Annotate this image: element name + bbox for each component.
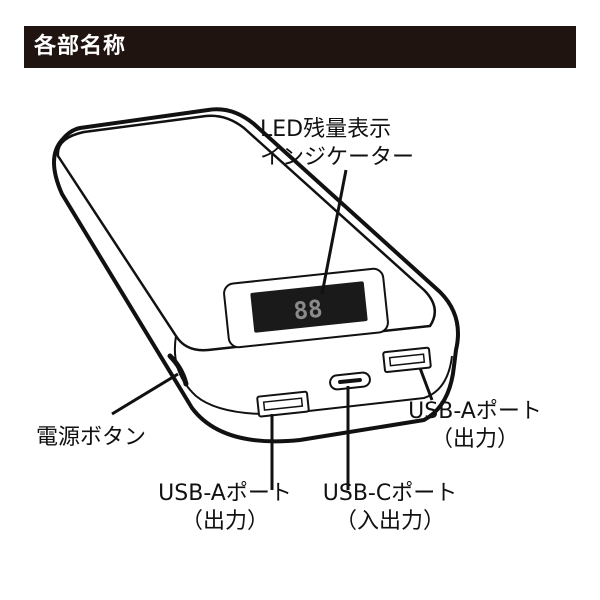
label-usb-a-left-line2: （出力） — [180, 509, 269, 534]
label-led-indicator-line2: インジケーター — [260, 145, 415, 170]
leader-line-led — [320, 169, 348, 295]
power-button — [167, 353, 189, 387]
led-display-screen — [250, 281, 368, 333]
leader-line-usb-a-right — [418, 367, 434, 401]
label-usb-c: USB-Cポート （入出力） — [300, 480, 480, 536]
label-usb-c-line2: （入出力） — [334, 509, 445, 534]
label-usb-a-right: USB-Aポート （出力） — [390, 398, 560, 454]
label-led-indicator: LED残量表示 インジケーター — [260, 116, 414, 172]
usb-a-port-left — [256, 390, 310, 418]
led-display-digits: 88 — [292, 295, 324, 326]
header-title: 各部名称 — [34, 34, 127, 59]
usb-a-port-right — [382, 346, 432, 374]
label-usb-a-right-line1: USB-Aポート — [408, 399, 542, 424]
label-power-button-line1: 電源ボタン — [36, 425, 147, 450]
label-power-button: 電源ボタン — [36, 424, 146, 452]
label-usb-a-left-line1: USB-Aポート — [158, 481, 292, 506]
label-led-indicator-line1: LED残量表示 — [260, 117, 392, 142]
label-usb-c-line1: USB-Cポート — [322, 481, 458, 506]
header-bar: 各部名称 — [24, 26, 576, 68]
label-usb-a-right-line2: （出力） — [430, 427, 519, 452]
usb-c-port — [329, 371, 371, 391]
label-usb-a-left: USB-Aポート （出力） — [140, 480, 310, 536]
leader-line-power-button — [111, 372, 179, 416]
